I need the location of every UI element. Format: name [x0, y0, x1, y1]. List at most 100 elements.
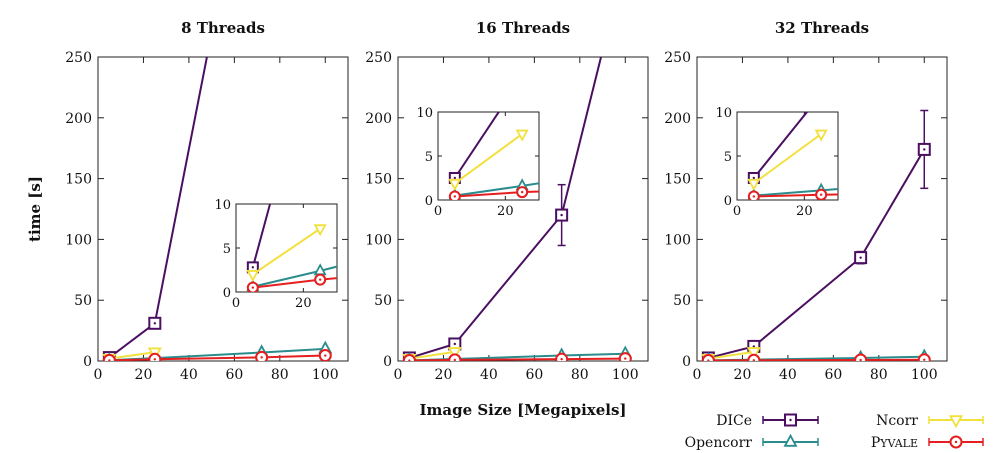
inset-frame — [235, 203, 338, 293]
data-point — [854, 353, 868, 361]
y-tick-label: 0 — [83, 354, 92, 370]
data-point-center — [453, 358, 457, 361]
panel-title: 8 Threads — [181, 19, 265, 37]
data-point-center — [153, 322, 157, 325]
x-tick-label: 100 — [612, 367, 639, 383]
legend-entry-pyvale: PYVALE — [871, 435, 984, 451]
x-tick-label: 60 — [225, 367, 243, 383]
series-pyvale — [246, 264, 479, 292]
y-tick-label: 100 — [65, 232, 92, 248]
y-tick-label: 10 — [214, 198, 231, 213]
y-tick-label: 100 — [365, 232, 392, 248]
y-tick-label: 50 — [374, 293, 392, 309]
series-pyvale — [448, 186, 539, 200]
y-tick-label: 150 — [65, 172, 92, 188]
data-point — [568, 198, 578, 207]
data-point — [246, 270, 260, 283]
data-point — [814, 129, 828, 142]
series-line — [409, 350, 455, 360]
data-point-center — [923, 148, 926, 151]
series-line — [409, 357, 626, 361]
x-tick-label: 80 — [271, 367, 289, 383]
legend-entry-ncorr: Ncorr — [876, 413, 984, 429]
data-point-center — [923, 358, 926, 361]
x-tick-label: 40 — [180, 367, 198, 383]
series-line — [252, 277, 337, 289]
y-axis-label: time [s] — [26, 176, 44, 242]
y-tick-label: 0 — [425, 194, 433, 209]
series-line — [409, 57, 603, 359]
x-tick-label: 20 — [435, 367, 453, 383]
y-tick-label: 200 — [365, 111, 392, 127]
data-point — [747, 353, 761, 361]
data-point — [948, 415, 964, 429]
data-point-center — [752, 359, 756, 361]
series-ncorr — [448, 129, 529, 191]
y-tick-label: 200 — [65, 111, 92, 127]
y-tick-label: 250 — [365, 50, 392, 66]
series-line — [708, 358, 925, 361]
data-point-center — [453, 342, 457, 346]
data-point-center — [954, 440, 958, 444]
data-point — [701, 354, 715, 361]
data-point — [313, 224, 327, 237]
data-point-center — [453, 176, 457, 180]
data-point-center — [820, 93, 822, 95]
y-tick-label: 5 — [425, 150, 433, 165]
data-point-center — [520, 190, 524, 194]
series-line — [454, 182, 539, 197]
data-point — [448, 178, 462, 191]
y-tick-label: 5 — [223, 242, 231, 257]
series-ncorr — [747, 129, 828, 191]
data-point — [974, 172, 984, 181]
data-point-center — [789, 418, 792, 422]
legend-entry-dice: DICe — [716, 413, 819, 429]
data-point-center — [978, 192, 980, 194]
data-point-center — [318, 278, 322, 281]
data-point-center — [752, 345, 756, 348]
x-tick-label: 0 — [434, 204, 442, 219]
y-tick-label: 250 — [664, 50, 691, 66]
series-line — [708, 148, 926, 359]
x-tick-label: 60 — [824, 367, 842, 383]
data-point-center — [108, 359, 111, 361]
data-point — [675, 155, 685, 164]
x-tick-label: 80 — [571, 367, 589, 383]
x-tick-label: 20 — [734, 367, 752, 383]
x-axis-label: Image Size [Megapixels] — [419, 401, 626, 419]
x-tick-label: 80 — [870, 367, 888, 383]
y-tick-label: 0 — [383, 354, 392, 370]
data-point — [917, 353, 931, 361]
y-tick-label: 0 — [724, 194, 732, 209]
series-line — [753, 193, 838, 198]
series-line — [454, 133, 523, 185]
y-tick-label: 0 — [682, 354, 691, 370]
legend-label: Ncorr — [876, 413, 918, 429]
panel-title: 32 Threads — [775, 19, 869, 37]
data-point-center — [819, 193, 823, 196]
data-point-center — [707, 359, 710, 361]
y-tick-label: 200 — [664, 111, 691, 127]
x-tick-label: 0 — [693, 367, 702, 383]
y-tick-label: 150 — [664, 172, 691, 188]
y-tick-label: 10 — [416, 106, 433, 121]
x-tick-label: 20 — [796, 204, 813, 219]
series-pyvale — [402, 352, 632, 361]
y-tick-label: 5 — [724, 150, 732, 165]
data-point — [102, 353, 116, 361]
plot-frame — [97, 56, 349, 362]
inset-frame — [736, 111, 839, 201]
data-point-center — [477, 264, 479, 266]
x-tick-label: 0 — [733, 204, 741, 219]
data-point-center — [859, 358, 862, 361]
y-tick-label: 50 — [74, 293, 92, 309]
series-ncorr — [246, 224, 327, 283]
data-point — [747, 178, 761, 191]
data-point — [148, 352, 162, 361]
data-point — [402, 354, 416, 361]
data-point — [517, 72, 527, 82]
